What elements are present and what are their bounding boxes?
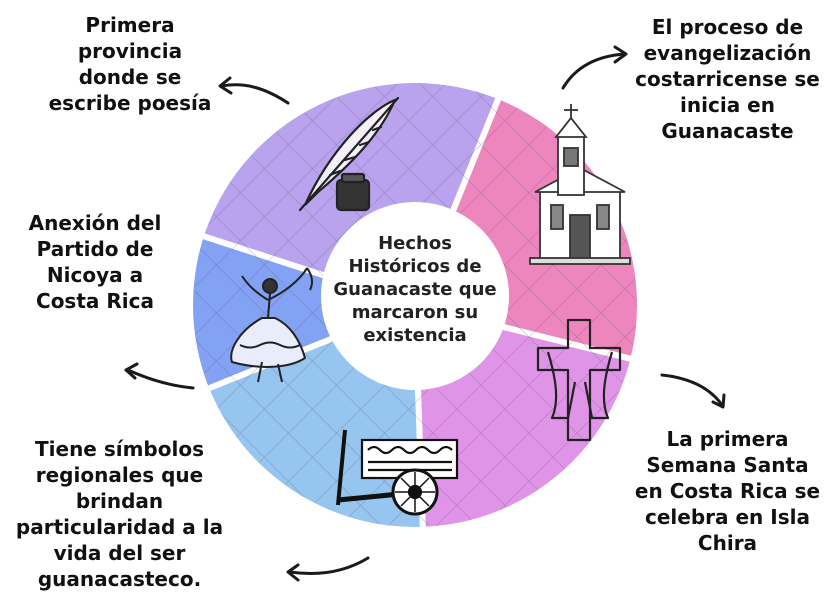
arrow-anexion — [124, 362, 195, 390]
arrow-evangelizacion — [561, 45, 628, 90]
label-line: Chira — [697, 531, 758, 555]
cross-icon — [536, 318, 622, 442]
label-line: celebra en Isla — [645, 505, 810, 529]
arrow-semana-santa — [660, 373, 726, 409]
label-line: La primera — [666, 427, 789, 451]
label-simbolos: Tiene símbolos regionales que brindan pa… — [2, 436, 237, 592]
label-line: inicia en — [680, 93, 775, 117]
label-line: en Costa Rica se — [634, 479, 821, 503]
label-line: escribe poesía — [48, 91, 212, 115]
label-line: Tiene símbolos — [35, 437, 204, 461]
label-semana-santa: La primera Semana Santa en Costa Rica se… — [625, 426, 830, 556]
center-title: Hechos Históricos de Guanacaste que marc… — [329, 232, 501, 347]
label-line: Guanacaste — [661, 119, 794, 143]
label-line: Nicoya a — [46, 263, 144, 287]
label-anexion: Anexión del Partido de Nicoya a Costa Ri… — [10, 210, 180, 314]
church-icon — [529, 104, 631, 265]
arrow-poesia — [218, 76, 290, 105]
label-line: provincia — [77, 39, 183, 63]
label-line: Semana Santa — [646, 453, 809, 477]
label-line: donde se — [78, 65, 182, 89]
label-line: Costa Rica — [36, 289, 154, 313]
label-line: evangelización — [643, 41, 812, 65]
label-line: vida del ser — [53, 541, 186, 565]
dancer-icon — [230, 267, 314, 383]
label-line: particularidad a la — [15, 515, 224, 539]
label-line: costarricense se — [635, 67, 820, 91]
center-title-line: existencia — [363, 325, 467, 346]
label-line: Primera — [85, 13, 175, 37]
center-title-line: marcaron su — [351, 302, 479, 323]
center-title-line: Hechos — [378, 233, 452, 254]
connector-arrows — [124, 45, 726, 582]
center-circle — [321, 202, 509, 390]
center-title-line: Históricos de — [348, 256, 482, 277]
label-line: regionales que — [35, 463, 204, 487]
arrow-simbolos — [286, 556, 370, 582]
quill-ink-icon — [298, 96, 400, 212]
label-line: Partido de — [36, 237, 154, 261]
label-line: brindan — [75, 489, 164, 513]
label-line: guanacasteco. — [37, 567, 202, 591]
label-poesia: Primera provincia donde se escribe poesí… — [30, 12, 230, 116]
label-evangelizacion: El proceso de evangelización costarricen… — [625, 14, 830, 144]
oxcart-icon — [336, 429, 459, 516]
label-line: El proceso de — [651, 15, 804, 39]
label-line: Anexión del — [28, 211, 162, 235]
center-title-line: Guanacaste que — [333, 279, 497, 300]
